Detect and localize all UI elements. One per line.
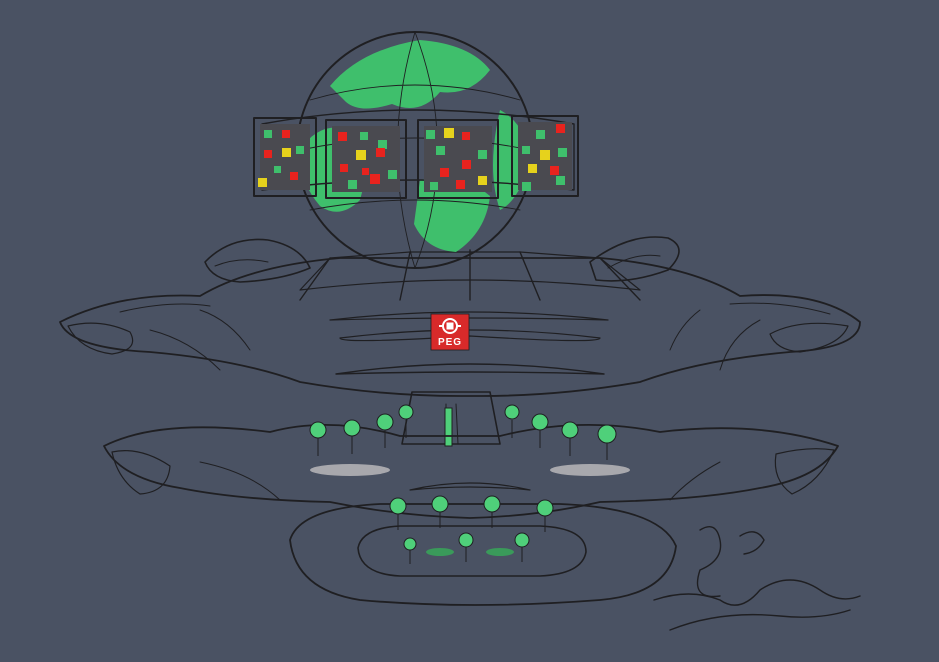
screen-panel-4: [511, 115, 579, 197]
tree: [504, 404, 520, 438]
tree: [431, 495, 449, 528]
tree: [376, 413, 394, 448]
base-plaza: [289, 503, 677, 606]
screen-panel-3: [417, 119, 499, 199]
peg-logo-icon: [439, 318, 461, 334]
upper-deck-back-left-wing: [204, 238, 311, 283]
trees: [309, 404, 617, 564]
tree: [483, 495, 501, 528]
tree: [458, 532, 474, 562]
tree: [531, 413, 549, 448]
tree: [403, 537, 417, 564]
upper-deck: [59, 249, 861, 397]
tree: [597, 424, 617, 460]
upper-deck-back-right-wing: [589, 236, 680, 282]
artist-signature: [653, 526, 861, 631]
screen-panel-1: [253, 117, 317, 197]
peg-logo-text: PEG: [438, 337, 462, 348]
peg-logo: PEG: [430, 313, 470, 351]
tree: [343, 419, 361, 454]
tree: [514, 532, 530, 562]
tree: [389, 497, 407, 530]
tree: [561, 421, 579, 456]
tree: [398, 404, 414, 438]
tree: [309, 421, 327, 456]
central-column: [401, 391, 501, 447]
lower-deck: [103, 423, 839, 519]
tree: [536, 499, 554, 532]
screen-panel-2: [325, 119, 407, 199]
